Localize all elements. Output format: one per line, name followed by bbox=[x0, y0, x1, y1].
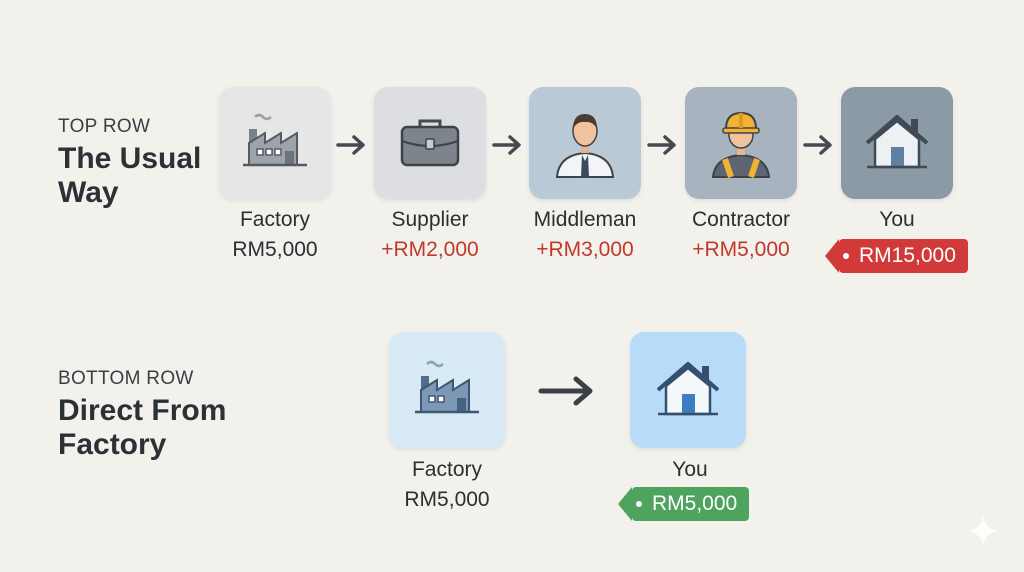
house-icon bbox=[865, 115, 929, 169]
arrow-right-icon bbox=[492, 135, 521, 155]
top-step-label-you: You bbox=[879, 208, 915, 231]
total-price-value: RM15,000 bbox=[859, 244, 956, 267]
top-row-eyebrow: TOP ROW bbox=[58, 116, 151, 137]
bottom-factory-tile bbox=[389, 332, 505, 448]
top-step-price-supplier: +RM2,000 bbox=[381, 238, 479, 261]
top-step-label-supplier: Supplier bbox=[391, 208, 469, 231]
top-factory-tile bbox=[219, 87, 331, 199]
businessman-icon bbox=[555, 114, 615, 178]
direct-price-tag: RM5,000 bbox=[617, 487, 750, 521]
bottom-you-tile bbox=[630, 332, 746, 448]
arrow-right-icon bbox=[336, 135, 365, 155]
total-price-tag: RM15,000 bbox=[825, 239, 968, 273]
top-step-price-factory: RM5,000 bbox=[232, 238, 318, 261]
arrow-right-icon bbox=[538, 376, 593, 406]
top-contractor-tile bbox=[685, 87, 797, 199]
top-row-title-line2: Way bbox=[58, 176, 119, 209]
arrow-right-icon bbox=[803, 135, 832, 155]
top-step-price-middleman: +RM3,000 bbox=[536, 238, 634, 261]
top-step-label-factory: Factory bbox=[239, 208, 310, 231]
top-step-price-contractor: +RM5,000 bbox=[692, 238, 790, 261]
construction-worker-icon bbox=[711, 111, 771, 178]
house-icon bbox=[656, 362, 720, 416]
briefcase-icon bbox=[400, 119, 460, 167]
bottom-row-title-line1: Direct From bbox=[58, 394, 227, 427]
top-row-title-line1: The Usual bbox=[58, 142, 202, 175]
top-step-label-middleman: Middleman bbox=[533, 208, 637, 231]
bottom-row-title-line2: Factory bbox=[58, 428, 167, 461]
direct-price-value: RM5,000 bbox=[652, 492, 738, 515]
top-supplier-tile bbox=[374, 87, 486, 199]
top-row-title: The Usual Way bbox=[58, 142, 201, 210]
top-step-label-contractor: Contractor bbox=[691, 208, 791, 231]
bottom-row-title: Direct From Factory bbox=[58, 394, 226, 462]
bottom-step-label-you: You bbox=[672, 458, 708, 481]
factory-icon bbox=[243, 113, 307, 167]
arrow-right-icon bbox=[647, 135, 676, 155]
bottom-step-label-factory: Factory bbox=[411, 458, 482, 481]
bottom-step-price-factory: RM5,000 bbox=[404, 488, 490, 511]
top-you-tile bbox=[841, 87, 953, 199]
bottom-row-eyebrow: BOTTOM ROW bbox=[58, 368, 194, 389]
top-middleman-tile bbox=[529, 87, 641, 199]
sparkle-icon bbox=[968, 516, 998, 546]
factory-icon bbox=[415, 360, 479, 414]
